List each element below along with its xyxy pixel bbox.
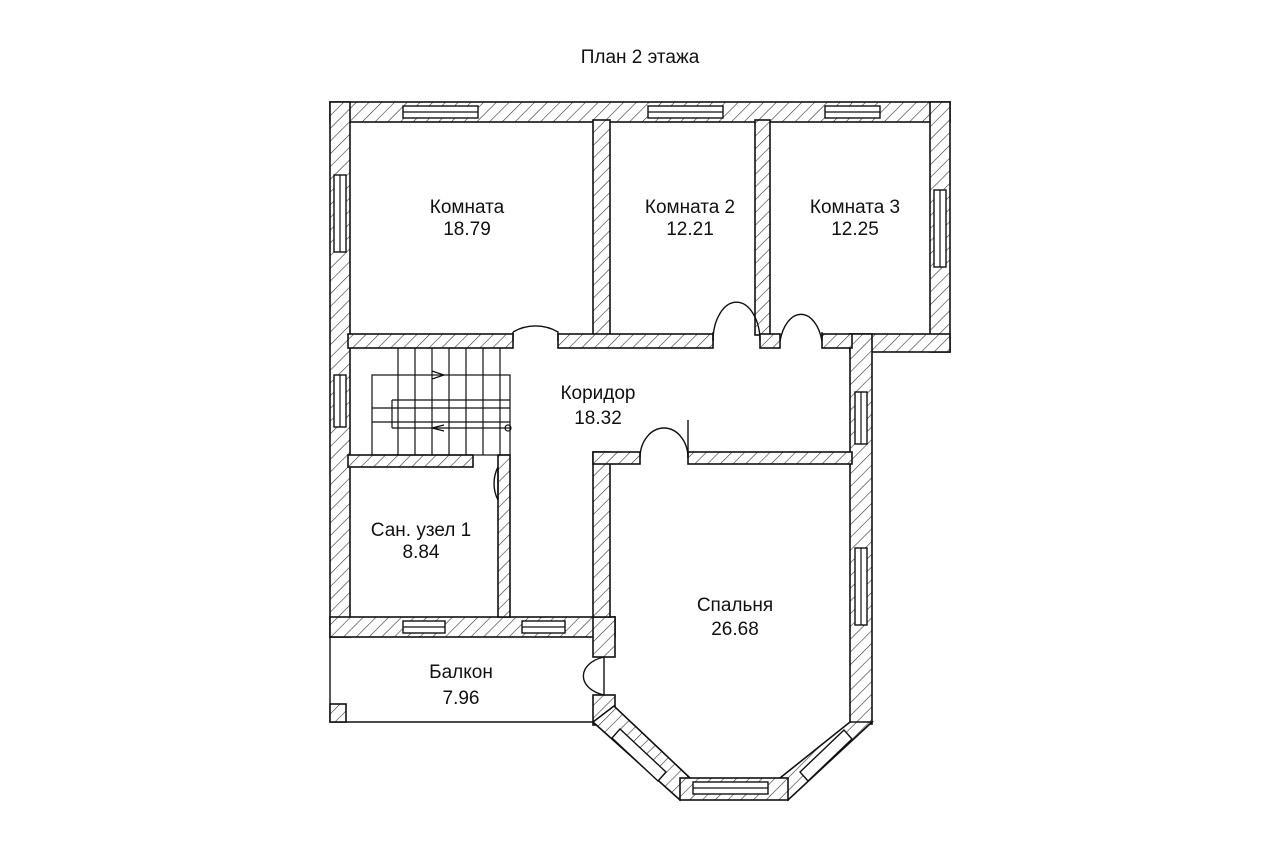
room-bedroom-area: 26.68	[711, 619, 759, 640]
staircase	[371, 348, 512, 456]
balcony-outline	[329, 637, 593, 723]
room-bathroom-area: 8.84	[403, 542, 440, 563]
room-balcony-area: 7.96	[443, 688, 480, 709]
room-labels: Комната 18.79 Комната 2 12.21 Комната 3 …	[371, 197, 900, 709]
room-bedroom-name: Спальня	[697, 595, 773, 616]
plan-title: План 2 этажа	[581, 47, 700, 68]
room-komnata-3-name: Комната 3	[810, 197, 900, 218]
room-komnata-area: 18.79	[443, 219, 491, 240]
room-komnata-2-name: Комната 2	[645, 197, 735, 218]
room-corridor-area: 18.32	[574, 408, 622, 429]
room-balcony-name: Балкон	[429, 662, 493, 683]
doors	[493, 301, 823, 696]
room-komnata-3-area: 12.25	[831, 219, 879, 240]
interior-walls	[347, 119, 853, 618]
room-komnata-name: Комната	[430, 197, 505, 218]
room-corridor-name: Коридор	[560, 383, 635, 404]
room-komnata-2-area: 12.21	[666, 219, 714, 240]
room-bathroom-name: Сан. узел 1	[371, 520, 471, 541]
windows	[333, 105, 947, 795]
